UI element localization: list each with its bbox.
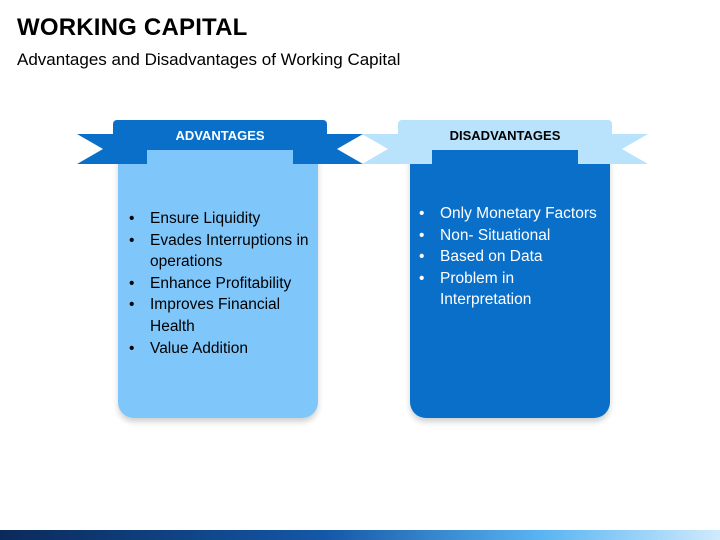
list-item-text: Only Monetary Factors bbox=[440, 205, 597, 222]
bullet-icon: • bbox=[419, 205, 425, 222]
advantages-panel bbox=[118, 150, 318, 418]
list-item: • Enhance Profitability bbox=[125, 273, 315, 295]
list-item-text: Value Addition bbox=[150, 339, 248, 357]
slide-subtitle: Advantages and Disadvantages of Working … bbox=[17, 50, 401, 69]
advantages-ribbon-shape bbox=[77, 120, 363, 164]
list-item-text: Enhance Profitability bbox=[150, 274, 292, 292]
list-item: • Value Addition bbox=[125, 338, 315, 360]
advantages-heading: ADVANTAGES bbox=[175, 128, 265, 143]
list-item: • Ensure Liquidity bbox=[125, 208, 315, 230]
list-item: • Only Monetary Factors bbox=[415, 203, 605, 225]
advantages-banner: ADVANTAGES bbox=[77, 120, 363, 166]
list-item-text: Ensure Liquidity bbox=[150, 210, 261, 227]
list-item: • Improves Financial Health bbox=[125, 294, 315, 337]
disadvantages-list: • Only Monetary Factors • Non- Situational… bbox=[415, 203, 605, 311]
slide-title: WORKING CAPITAL bbox=[17, 14, 248, 41]
bullet-icon: • bbox=[129, 296, 135, 314]
bullet-icon: • bbox=[129, 274, 135, 292]
bullet-icon: • bbox=[129, 231, 135, 249]
list-item: • Problem in Interpretation bbox=[415, 268, 605, 311]
bullet-icon: • bbox=[419, 269, 425, 287]
advantages-list: • Ensure Liquidity • Evades Interruptions … bbox=[125, 208, 315, 359]
bullet-icon: • bbox=[129, 339, 135, 357]
disadvantages-panel bbox=[410, 150, 610, 418]
list-item: • Non- Situational bbox=[415, 225, 605, 247]
disadvantages-banner: DISADVANTAGES bbox=[362, 120, 648, 166]
list-item-text: Based on Data bbox=[440, 248, 543, 266]
bullet-icon: • bbox=[419, 248, 425, 266]
list-item-text: Problem in Interpretation bbox=[440, 269, 532, 309]
disadvantages-heading: DISADVANTAGES bbox=[449, 128, 561, 143]
list-item: • Based on Data bbox=[415, 246, 605, 268]
list-item: • Evades Interruptions in operations bbox=[125, 230, 315, 273]
list-item-text: Evades Interruptions in operations bbox=[150, 231, 309, 271]
list-item-text: Improves Financial Health bbox=[150, 296, 281, 335]
bullet-icon: • bbox=[129, 210, 135, 227]
footer-gradient-bar bbox=[0, 530, 720, 540]
disadvantages-ribbon-shape bbox=[362, 120, 648, 164]
list-item-text: Non- Situational bbox=[440, 226, 551, 244]
bullet-icon: • bbox=[419, 226, 425, 244]
